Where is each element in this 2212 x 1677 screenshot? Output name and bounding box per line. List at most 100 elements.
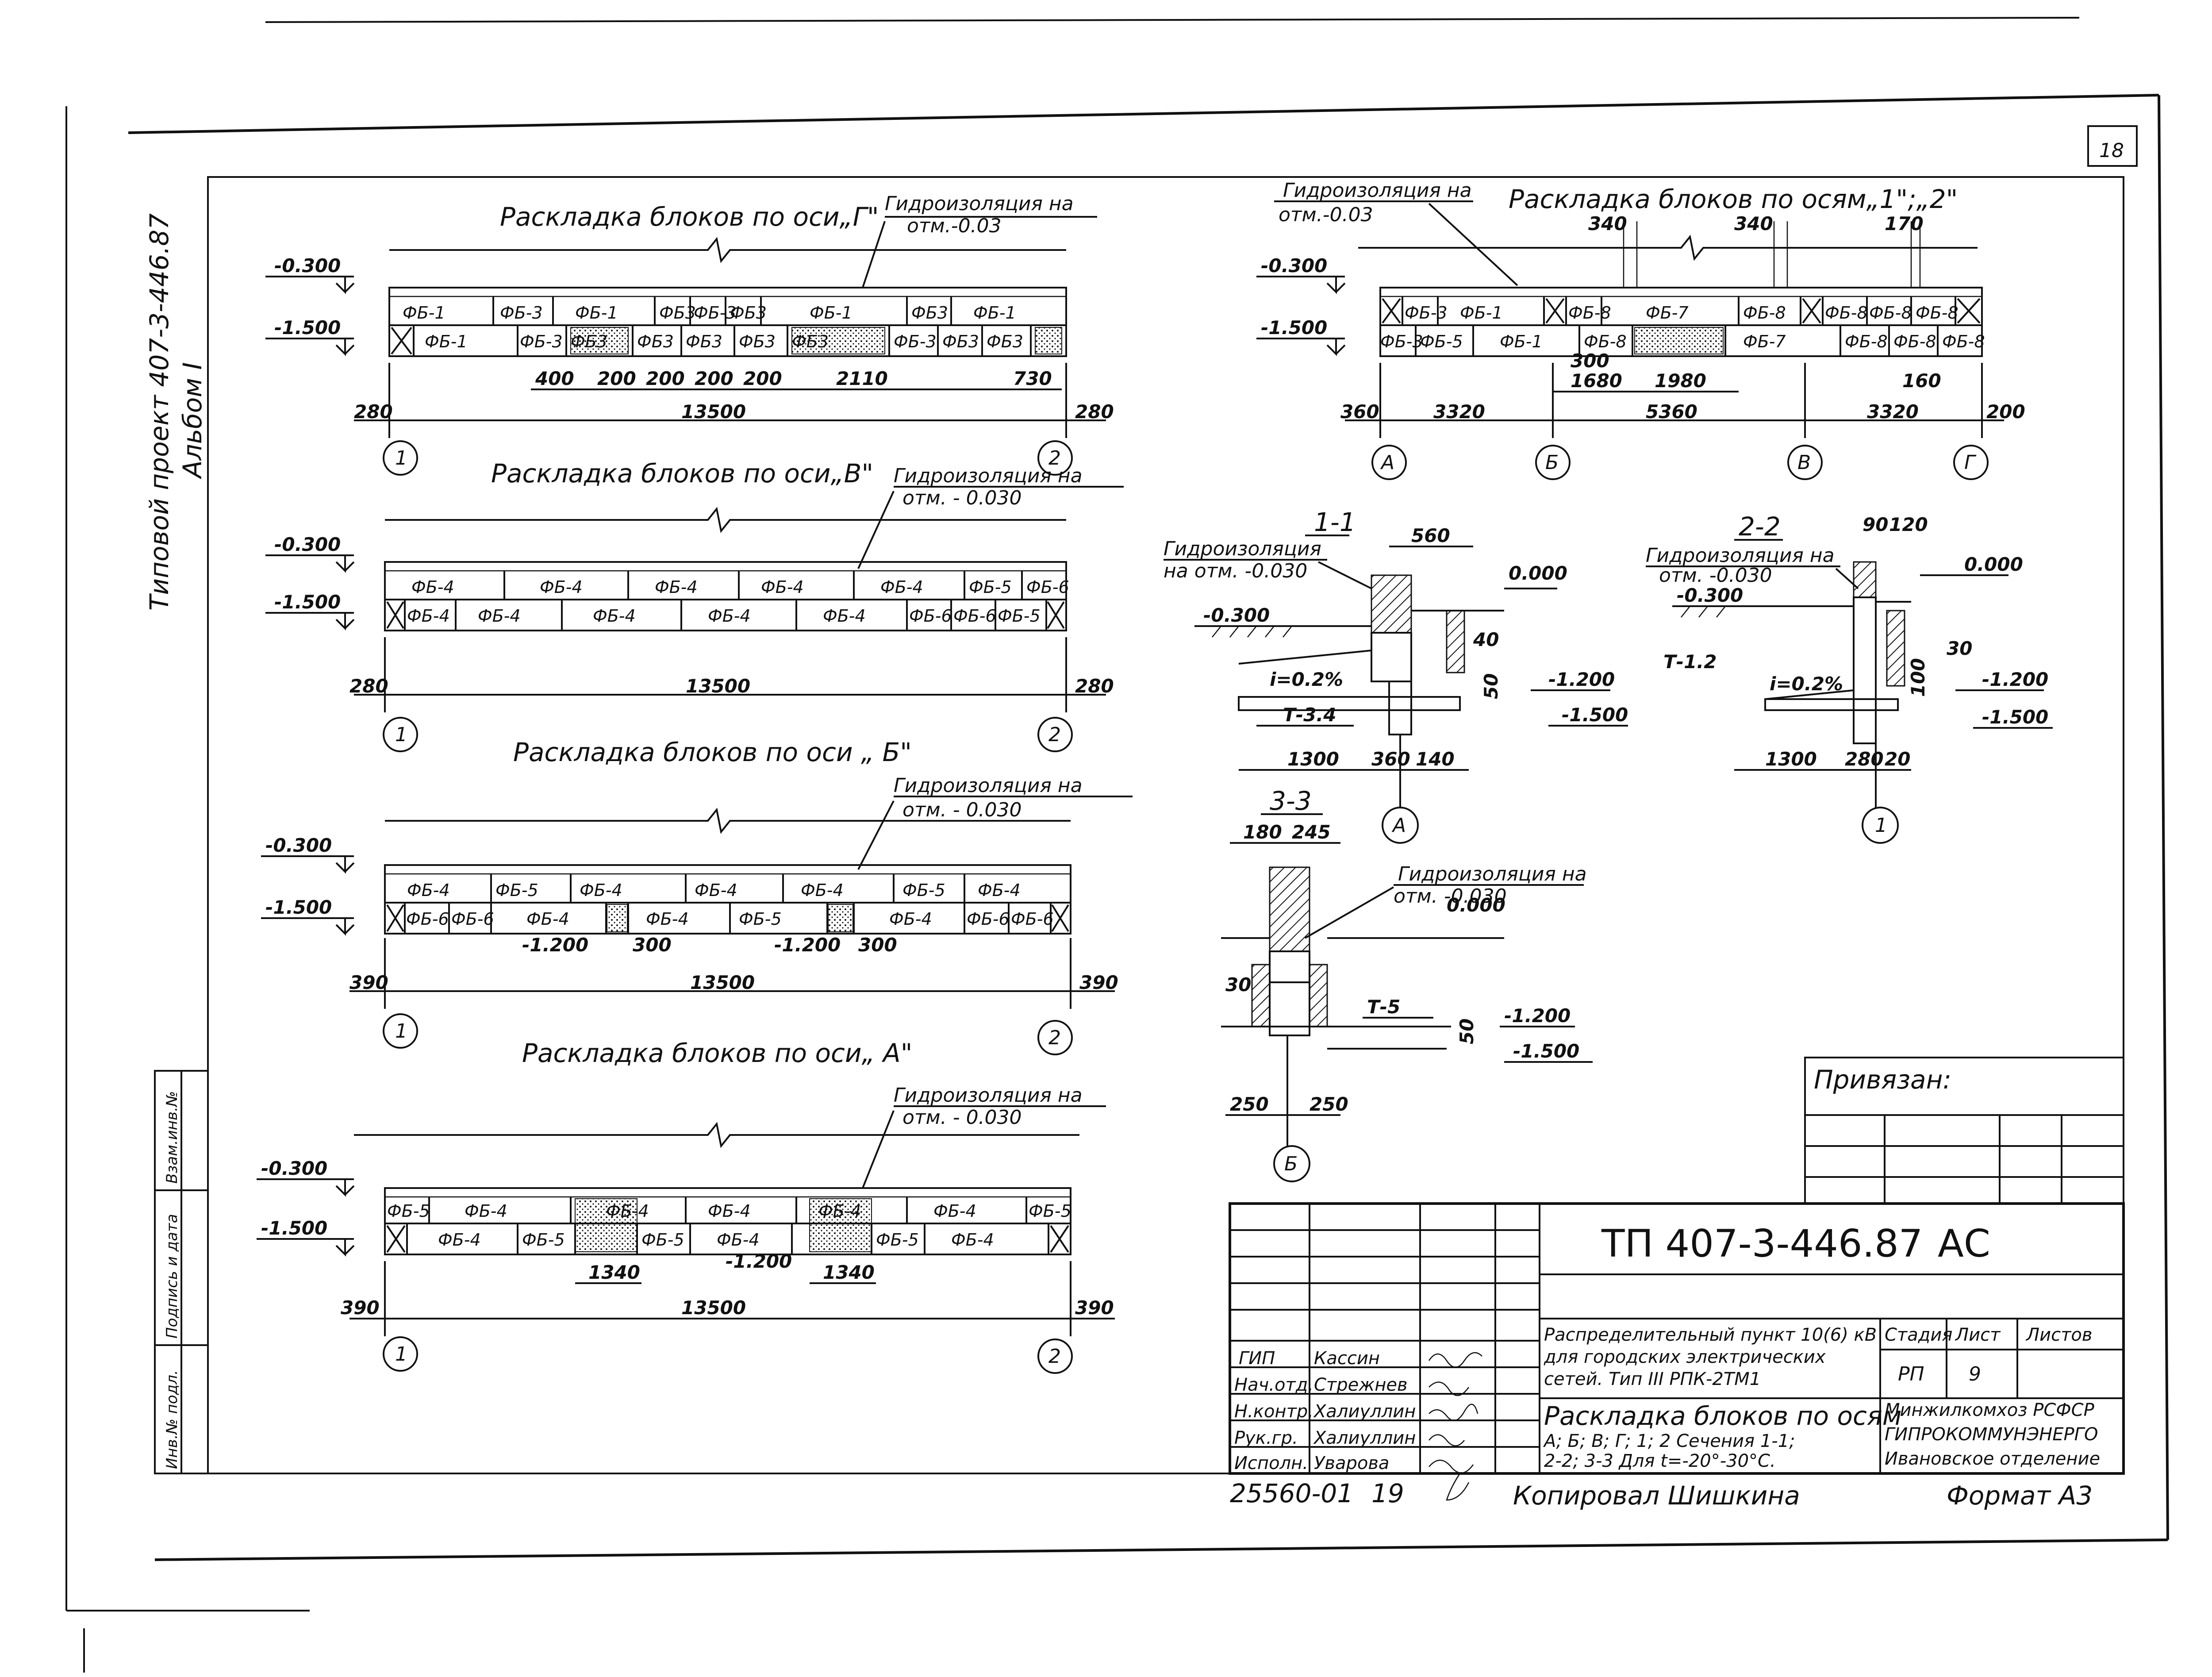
stamp-role-3: Н.контр. [1234,1401,1313,1422]
layout-b-block-top-2: ФБ-5 [495,881,538,900]
layout-12-dim-top-3: 170 [1885,213,1924,235]
layout-g-mark-0300: -0.300 [274,255,341,277]
section-33-waterproof-mark: отм. -0.030 [1394,885,1507,908]
layout-12-dim-mid-2: 1680 [1571,370,1622,392]
layout-12-block-top-7: ФБ-8 [1869,303,1912,323]
layout-g-dim-left: 280 [354,401,393,423]
layout-g-block-top-5: ФБ-3 [694,303,737,323]
layout-b-axis-left: 1 [395,1020,407,1042]
layout-12-dim-bot-1: 360 [1340,401,1379,423]
layout-g-dim-3: 200 [646,368,685,389]
layout-12-dim-mid-1: 300 [1571,350,1609,372]
section-33-dim-50: 50 [1456,1019,1478,1044]
layout-12-block-top-4: ФБ-7 [1646,303,1689,323]
layout-v-block-top-7: ФБ-6 [1026,577,1069,597]
layout-b-block-bot-4: ФБ-4 [646,909,689,929]
layout-v-dim-total: 13500 [686,675,750,697]
layout-b-dim-2: 300 [858,934,897,956]
layout-a-waterproof: Гидроизоляция на [894,1084,1083,1107]
section-22-dim-120: 120 [1889,514,1928,535]
layout-a-title: Раскладка блоков по оси„ А" [522,1038,912,1068]
side-stamp-label-1: Взам.инв.№ [163,1091,181,1184]
layout-b-block-top-6: ФБ-5 [902,881,945,900]
section-22-mark-0000: 0.000 [1964,554,2023,575]
layout-a-waterproof-mark: отм. - 0.030 [902,1106,1022,1129]
layout-v-block-bot-2: ФБ-4 [478,606,521,626]
stamp-org-2: ГИПРОКОММУНЭНЕРГО [1885,1424,2098,1445]
layout-b-title: Раскладка блоков по оси „ Б" [513,737,912,767]
section-22-waterproof-mark: отм. -0.030 [1659,564,1772,587]
layout-a-block-top-6: ФБ-4 [933,1201,976,1221]
layout-g-block-bot-6: ФБ3 [739,332,776,351]
layout-12-block-bot-8: ФБ-8 [1942,332,1985,351]
layout-12-waterproof: Гидроизоляция на [1283,179,1472,202]
section-22-dim-20: 20 [1885,748,1910,770]
section-33-title: 3-3 [1270,786,1312,816]
layout-12-axis-v: В [1797,451,1811,474]
section-11-axis: А [1391,814,1406,837]
layout-b-mark-1500: -1.500 [265,896,332,918]
stamp-sheet-title-1: Раскладка блоков по осям [1544,1401,1902,1431]
stamp-header-sheet: Лист [1955,1325,2001,1345]
layout-12-dim-top-2: 340 [1734,213,1773,235]
section-11-mark-1500: -1.500 [1562,704,1628,726]
layout-a-block-top-7: ФБ-5 [1029,1201,1071,1221]
layout-v-block-bot-1: ФБ-4 [407,606,450,626]
layout-b-mark-1200-1: -1.200 [522,934,588,956]
layout-b-block-bot-8: ФБ-6 [1011,909,1054,929]
section-22-mark-1500: -1.500 [1982,706,2048,728]
stamp-copied: Копировал Шишкина [1513,1481,1800,1511]
section-33-mark-0000: 0.000 [1447,894,1505,916]
layout-a-block-bot-4: ФБ-4 [717,1230,760,1250]
stamp-role-1: ГИП [1239,1348,1275,1369]
stamp-org-3: Ивановское отделение [1885,1449,2100,1469]
layout-b-axis-right: 2 [1048,1027,1061,1049]
layout-a-mark-0300: -0.300 [261,1158,327,1179]
layout-a-axis-left: 1 [395,1343,407,1365]
layout-12-axis-b: Б [1545,451,1559,474]
stamp-header-sheets: Листов [2025,1325,2092,1345]
layout-g-dim-5: 200 [743,368,782,389]
layout-g-joints-top [492,296,952,325]
layout-b-dim-right: 390 [1079,972,1118,993]
layout-a-dim-left: 390 [341,1297,380,1319]
layout-b-block-bot-5: ФБ-5 [739,909,782,929]
layout-12-block-bot-6: ФБ-8 [1845,332,1888,351]
section-22-axis: 1 [1875,814,1887,837]
stamp-stage: РП [1898,1363,1924,1385]
section-22-mark-1200: -1.200 [1982,669,2048,690]
section-11-dim-50: 50 [1480,673,1502,699]
layout-12-waterproof-mark: отм.-0.03 [1279,204,1373,226]
layout-axis-v: Раскладка блоков по оси„В" Гидроизоляция… [265,458,1124,752]
stamp-sheet-title-3: 2-2; 3-3 Для t=-20°-30°С. [1544,1451,1776,1471]
layout-b-block-bot-6: ФБ-4 [889,909,932,929]
stamp-code: ТП 407-3-446.87 [1601,1222,1923,1266]
stamp-bottom-left: 25560-01 [1230,1478,1353,1508]
layout-axis-a: Раскладка блоков по оси„ А" Гидроизоляци… [257,1038,1115,1374]
stamp-sheet-title-2: А; Б; В; Г; 1; 2 Сечения 1-1; [1543,1431,1795,1451]
layout-b-dim-left: 390 [349,972,388,993]
layout-b-block-top-7: ФБ-4 [978,881,1021,900]
layout-a-block-top-1: ФБ-5 [387,1201,430,1221]
section-33-dim-250-1: 250 [1230,1093,1269,1115]
stamp-name-3: Халиуллин [1313,1401,1416,1422]
layout-12-title: Раскладка блоков по осям„1";„2" [1509,184,1958,214]
layout-v-axis-right: 2 [1048,723,1061,746]
layout-g-block-bot-10: ФБ3 [987,332,1023,351]
layout-g-axis-right: 2 [1048,447,1061,469]
layout-v-block-bot-6: ФБ-6 [909,606,952,626]
layout-12-block-bot-4: ФБ-8 [1584,332,1627,351]
layout-a-mark-1500: -1.500 [261,1217,327,1239]
layout-12-block-top-5: ФБ-8 [1743,303,1786,323]
side-title: Типовой проект 407-3-446.87 Альбом I [144,213,207,611]
layout-axis-b: Раскладка блоков по оси „ Б" Гидроизоляц… [261,737,1133,1055]
layout-12-axis-g: Г [1964,451,1977,474]
layout-a-dim-right: 390 [1075,1297,1114,1319]
layout-g-dim-1: 400 [535,368,574,389]
layout-b-mark-1200-2: -1.200 [774,934,841,956]
layout-v-dim-left: 280 [349,675,388,697]
side-title-line1: Типовой проект 407-3-446.87 [144,213,174,611]
layout-g-block-top-2: ФБ-3 [500,303,543,323]
layout-a-block-bot-3: ФБ-5 [641,1230,684,1250]
side-title-line2: Альбом I [177,362,207,480]
